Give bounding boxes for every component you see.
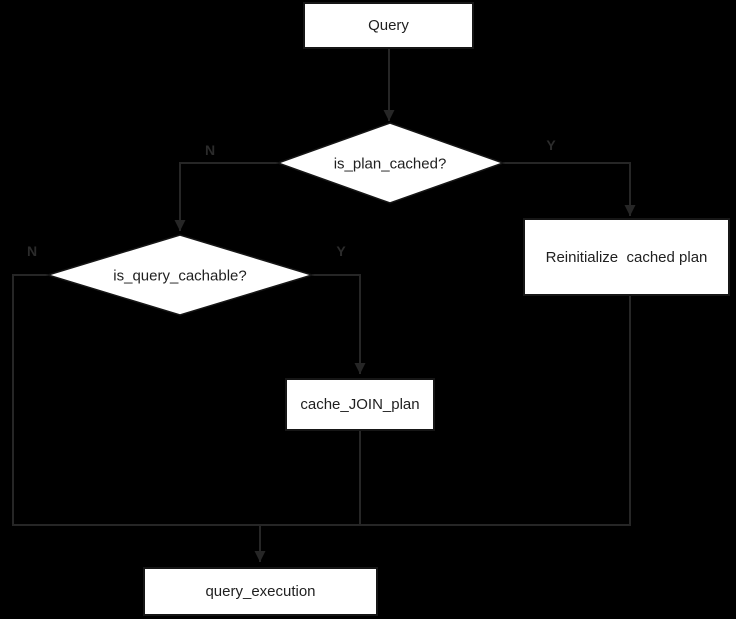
- node-cache-join-plan: cache_JOIN_plan: [285, 378, 435, 431]
- edge-plan-cached-n: [174, 162, 278, 231]
- node-query-execution: query_execution: [143, 567, 378, 616]
- node-query: Query: [303, 2, 474, 49]
- decision-label-is-plan-cached: is_plan_cached?: [333, 155, 447, 173]
- edge-label-plan-cached-n: N: [204, 142, 216, 158]
- node-reinitialize-cached-plan: Reinitialize cached plan: [523, 218, 730, 296]
- edge-label-query-cachable-n: N: [26, 243, 38, 259]
- edge-label-query-cachable-y: Y: [336, 243, 346, 259]
- decision-diamond-is-query-cachable: [45, 234, 315, 316]
- edge-query-cachable-n: [12, 274, 48, 525]
- decision-label-is-query-cachable: is_query_cachable?: [113, 267, 247, 285]
- decision-diamond-is-plan-cached: [275, 122, 506, 204]
- edge-query-cachable-y: [312, 274, 366, 374]
- edge-plan-cached-y: [503, 162, 636, 216]
- edge-label-plan-cached-y: Y: [546, 137, 556, 153]
